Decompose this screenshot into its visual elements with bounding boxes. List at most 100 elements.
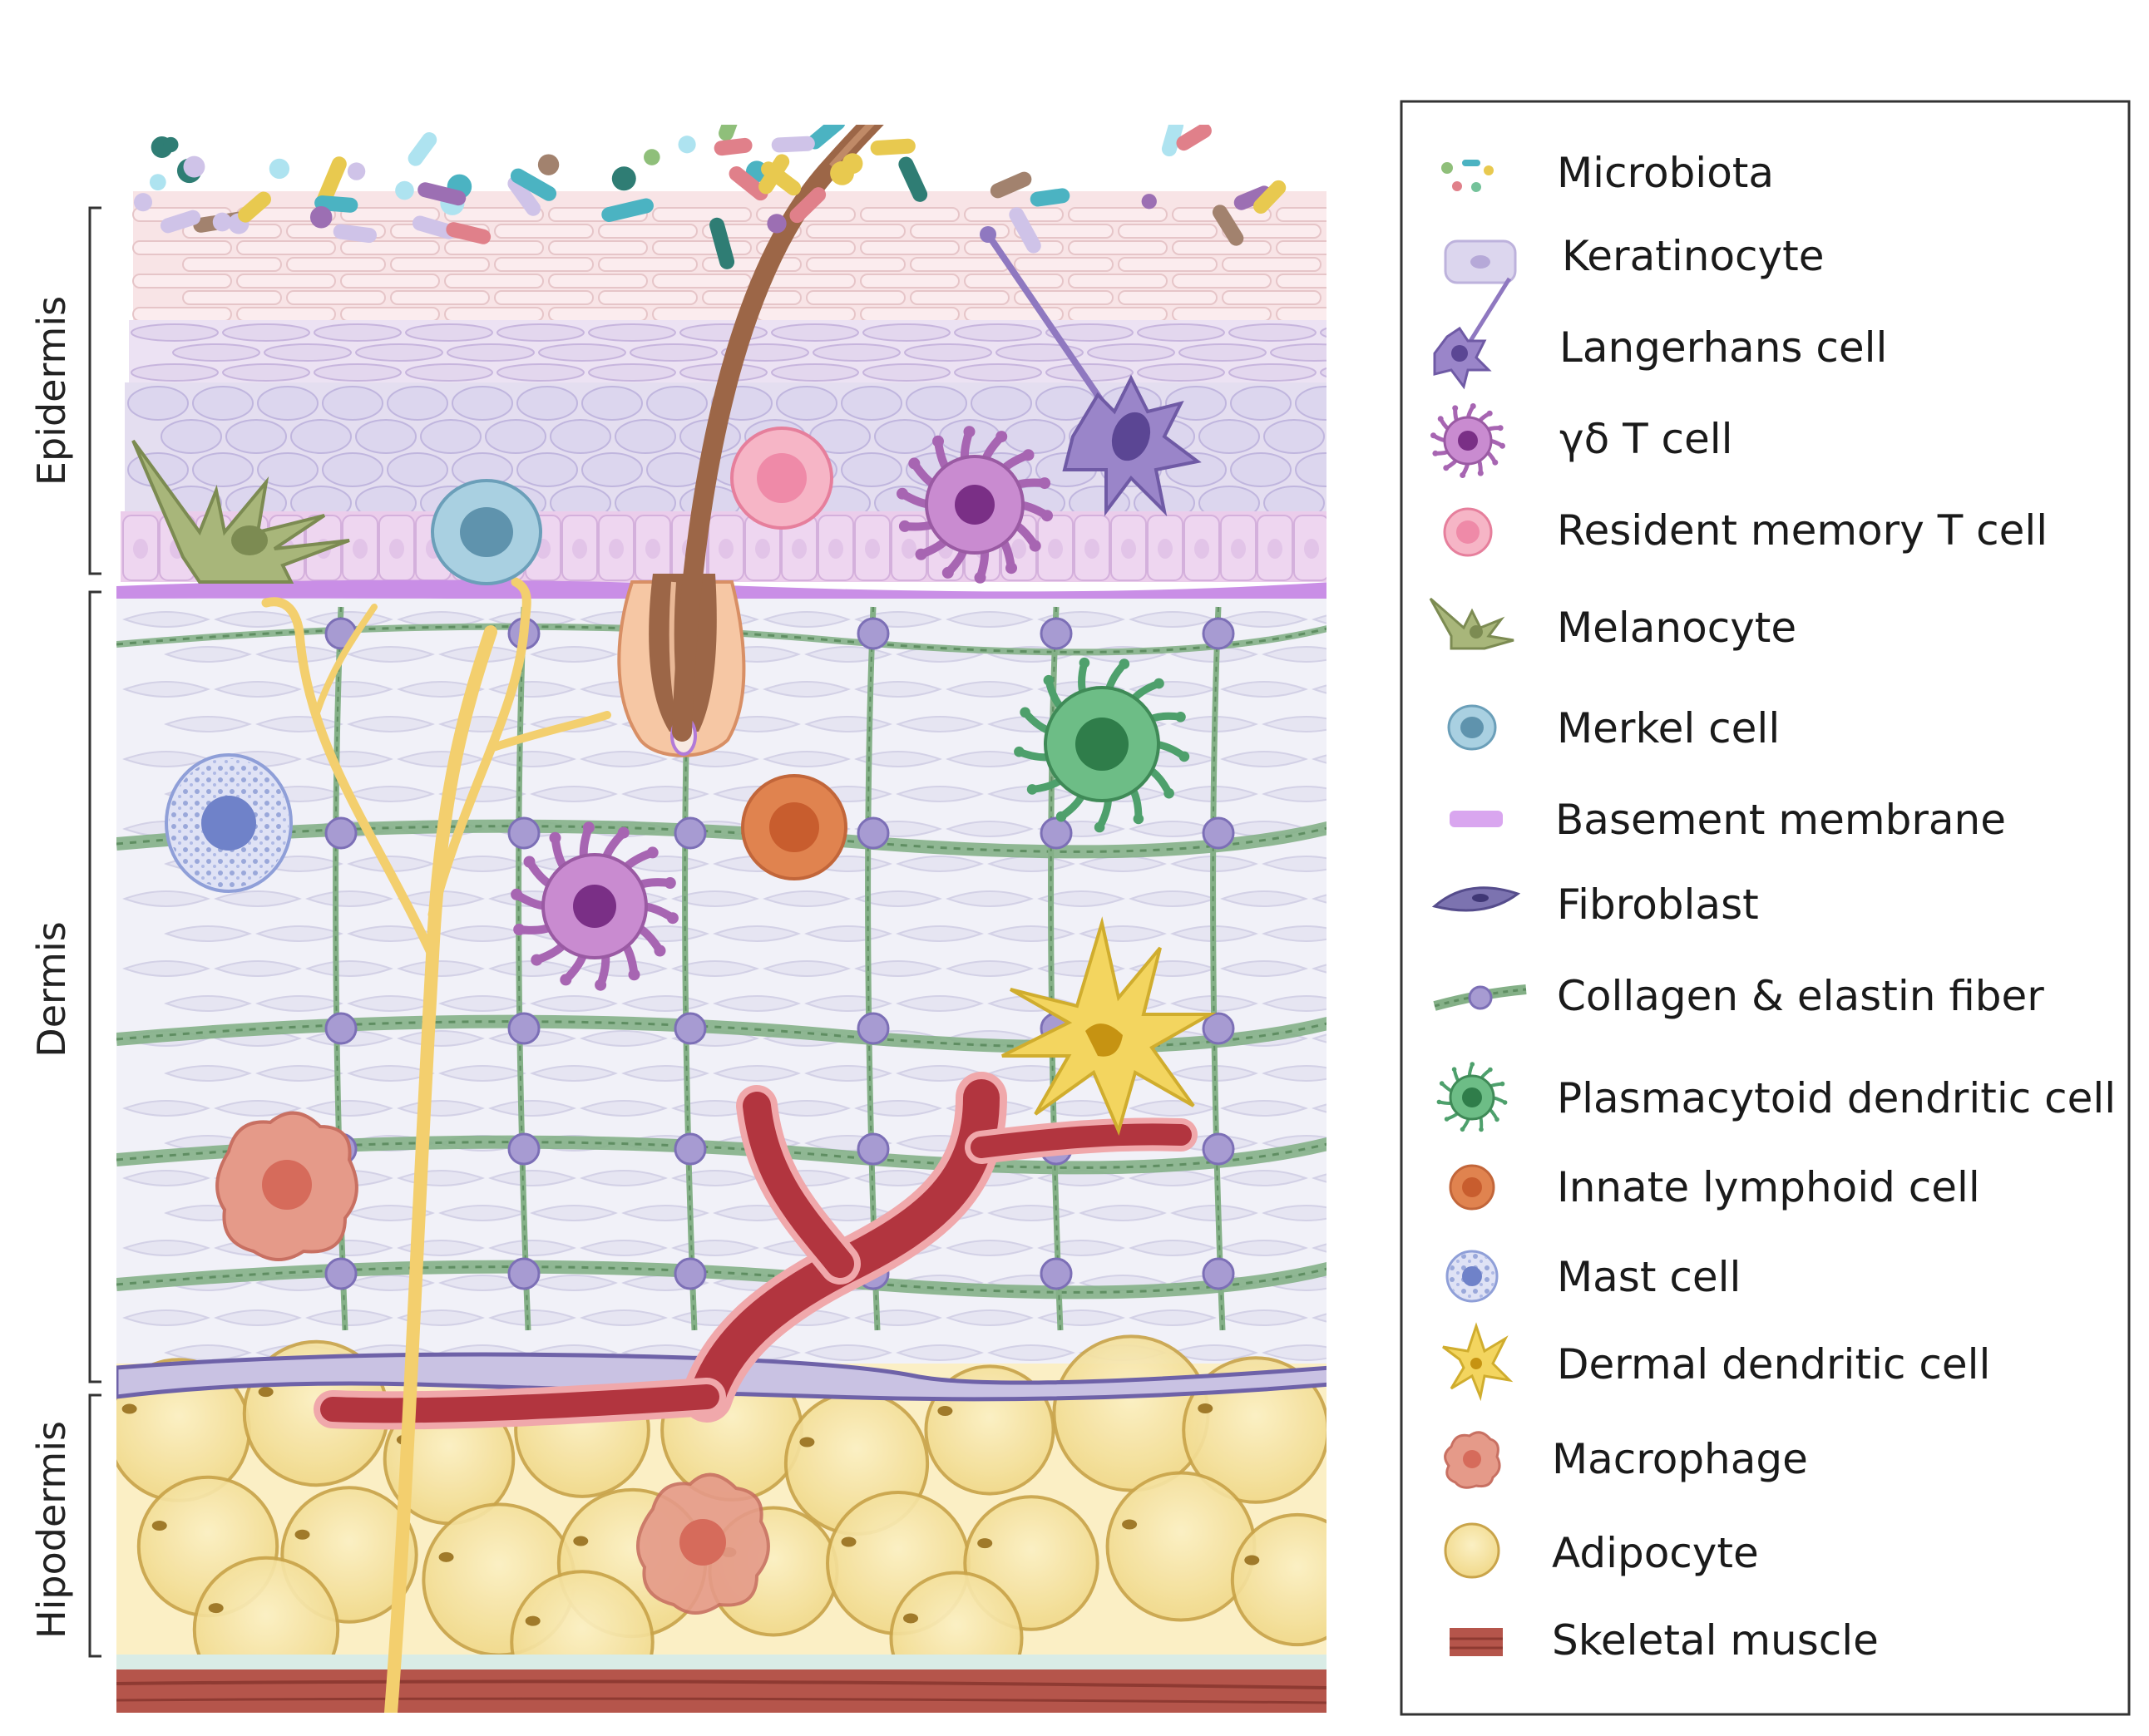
process-tip (932, 435, 944, 447)
dermal-spindle (1170, 1205, 1258, 1221)
spinous-keratinocyte (841, 452, 902, 487)
corneocyte (1014, 290, 1114, 305)
process-tip (582, 821, 595, 834)
granular-keratinocyte (954, 323, 1042, 342)
legend-label-collagen: Collagen & elastin fiber (1557, 972, 2044, 1020)
spinous-keratinocyte (127, 386, 189, 421)
dermal-spindle (1037, 1240, 1125, 1256)
process-tip (1163, 787, 1174, 799)
adipocyte-nucleus (294, 1529, 310, 1540)
process-tip (1119, 658, 1130, 669)
corneocyte (444, 307, 544, 322)
dermal-spindle (1220, 751, 1308, 767)
fiber-node (1202, 1257, 1235, 1290)
dermal-spindle (347, 646, 435, 663)
spinous-keratinocyte (257, 386, 319, 421)
spinous-keratinocyte (1230, 452, 1292, 487)
legend-label-ilc: Innate lymphoid cell (1557, 1163, 1980, 1211)
corneocyte (340, 207, 440, 222)
microbe (789, 187, 827, 224)
dermal-spindle (763, 751, 851, 767)
granular-keratinocyte (405, 323, 493, 342)
corneocyte (182, 290, 282, 305)
dermal-spindle (896, 995, 984, 1012)
granular-cells (131, 323, 1326, 382)
dermal-spindle (305, 1100, 393, 1117)
legend: Microbiota Keratinocyte Langerhans cell … (1400, 100, 2131, 1716)
dermal-spindle (1262, 1065, 1326, 1082)
granular-keratinocyte (1270, 343, 1326, 362)
basal-nucleus (1231, 539, 1246, 559)
corneocyte (1222, 224, 1322, 239)
granular-keratinocyte (222, 363, 310, 382)
process-tip (1020, 707, 1030, 718)
microbe (990, 171, 1032, 199)
spinous-keratinocyte (1198, 419, 1260, 454)
spinous-keratinocyte (387, 452, 448, 487)
fiber-node (507, 1257, 541, 1290)
dermal-spindle (438, 995, 526, 1012)
adipocyte-nucleus (573, 1536, 589, 1546)
process-tip (1470, 1062, 1475, 1067)
adipocyte-nucleus (525, 1615, 541, 1626)
dermal-spindle (1312, 614, 1326, 624)
process-tip (1039, 477, 1051, 490)
dermal-spindle (763, 890, 851, 907)
dermal-spindle (214, 890, 302, 907)
dermal-spindle (347, 716, 435, 732)
legend-box (1400, 100, 2131, 1716)
corneocyte (340, 240, 440, 255)
dermal-spindle (214, 1100, 302, 1117)
corneocyte (286, 290, 386, 305)
process-tip (628, 969, 640, 981)
dermal-spindle (713, 995, 801, 1012)
granular-keratinocyte (588, 323, 676, 342)
corneocyte (860, 207, 960, 222)
process-tip (666, 912, 679, 925)
dermal-spindle (946, 821, 1034, 837)
dermal-spindle (896, 716, 984, 732)
corneocyte (1118, 224, 1218, 239)
spinous-keratinocyte (1329, 420, 1389, 453)
process-tip (1477, 470, 1484, 476)
microbe (160, 210, 201, 234)
corneocyte (494, 224, 594, 239)
granular-keratinocyte (1087, 343, 1175, 362)
dermal-spindle (1262, 1205, 1326, 1221)
granular-keratinocyte (447, 343, 535, 362)
microbe (309, 205, 333, 229)
microbe (395, 180, 414, 200)
legend-label-gd-t-cell: γδ T cell (1559, 415, 1733, 463)
dermal-spindle (530, 1275, 618, 1291)
process-tip (1436, 1099, 1442, 1105)
gd-t-cell-dermis (511, 821, 679, 991)
corneocyte (1172, 240, 1272, 255)
dermal-spindle (1312, 754, 1326, 764)
process-tip (995, 431, 1008, 443)
dermal-spindle (580, 1309, 668, 1326)
process-tip (1175, 712, 1186, 723)
process-tip (1055, 811, 1067, 822)
dermal-spindle (530, 1205, 618, 1221)
dermal-spindle (347, 786, 435, 802)
corneocyte (444, 274, 544, 289)
process-tip (664, 877, 676, 889)
corneocyte (1276, 307, 1326, 322)
langerhans-icon (1433, 277, 1512, 390)
blood-vessel (314, 1072, 1198, 1430)
dermal-spindle (1220, 890, 1308, 907)
basal-nucleus (1011, 539, 1026, 559)
fiber-node (1040, 1257, 1073, 1290)
process-tip (974, 571, 986, 584)
granular-keratinocyte (264, 343, 352, 362)
fibroblast-icon (1431, 886, 1521, 912)
corneocyte (1276, 207, 1326, 222)
dermal-spindle (122, 1100, 210, 1117)
dermal-spindle (1312, 1313, 1326, 1323)
dermal-spindle (488, 1100, 576, 1117)
process-tip (511, 888, 523, 900)
corneocyte (548, 307, 648, 322)
adipocyte-nucleus (208, 1603, 224, 1614)
dermal-spindle (854, 681, 942, 698)
adipocyte-nucleus (258, 1387, 274, 1398)
